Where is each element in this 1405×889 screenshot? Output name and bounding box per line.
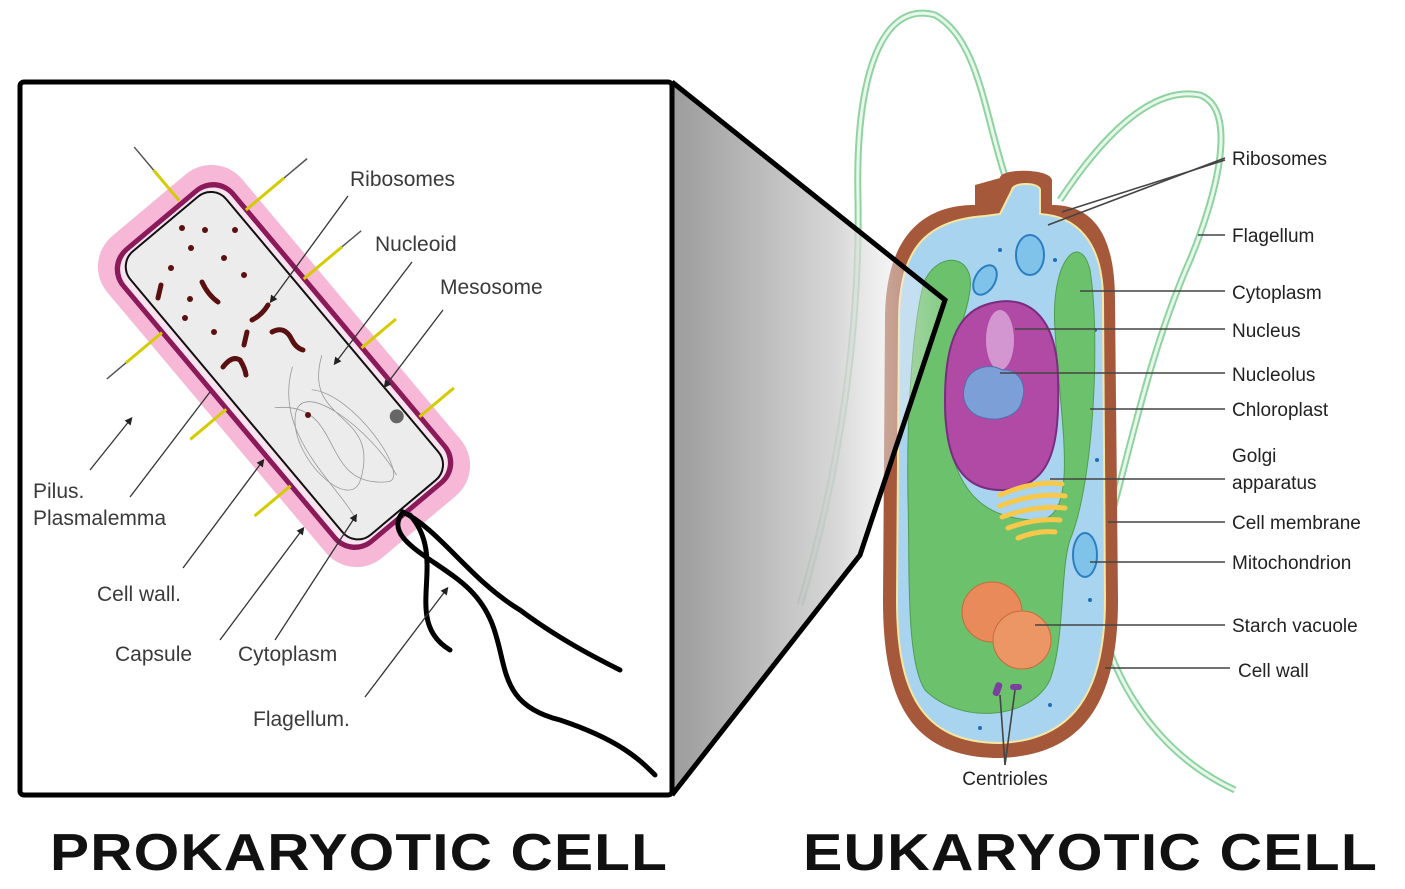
label-prok-mesosome: Mesosome (440, 276, 543, 299)
label-euk-nucleus: Nucleus (1232, 321, 1301, 342)
nucleus-highlight (986, 310, 1014, 370)
prokaryote-leader-lines (89, 195, 449, 698)
label-euk-golgi-line2: apparatus (1232, 473, 1317, 494)
label-euk-golgi-line1: Golgi (1232, 446, 1276, 467)
label-euk-nucleolus: Nucleolus (1232, 365, 1315, 386)
zoom-callout-outline (670, 80, 948, 797)
zoom-callout (672, 82, 945, 795)
euk-nucleolus (963, 366, 1025, 420)
label-prok-pilus: Pilus. (33, 480, 84, 503)
prokaryotic-cell (97, 146, 658, 778)
prok-flagellum (395, 509, 658, 778)
label-euk-flagellum: Flagellum (1232, 226, 1314, 247)
prok-pili (106, 146, 455, 518)
euk-centrioles (992, 682, 1022, 697)
eukaryote-leader-lines (999, 157, 1230, 766)
label-prok-plasmalemma: Plasmalemma (33, 507, 166, 530)
label-prok-nucleoid: Nucleoid (375, 233, 457, 256)
euk-mitochondrion (972, 264, 998, 296)
label-prok-cytoplasm: Cytoplasm (238, 643, 337, 666)
label-euk-cell-wall: Cell wall (1238, 661, 1309, 682)
prokaryote-labels: Ribosomes Nucleoid Mesosome Pilus. Plasm… (33, 168, 543, 731)
label-euk-starch-vacuole: Starch vacuole (1232, 616, 1358, 637)
prok-nucleoid (274, 355, 397, 522)
label-prok-capsule: Capsule (115, 643, 192, 666)
euk-mitochondrion (1015, 234, 1045, 276)
label-euk-cytoplasm: Cytoplasm (1232, 283, 1322, 304)
prok-mesosome (389, 409, 404, 424)
label-euk-ribosomes: Ribosomes (1232, 149, 1327, 170)
label-prok-cell-wall: Cell wall. (97, 583, 181, 606)
label-euk-chloroplast: Chloroplast (1232, 400, 1329, 421)
euk-mitochondrion (1072, 532, 1098, 578)
euk-starch-vacuole (992, 610, 1052, 670)
eukaryote-labels: Ribosomes Flagellum Cytoplasm Nucleus Nu… (962, 149, 1361, 790)
label-euk-centrioles: Centrioles (962, 769, 1048, 790)
label-euk-cell-membrane: Cell membrane (1232, 513, 1361, 534)
eukaryotic-cell-title: EUKARYOTIC CELL (803, 824, 1378, 882)
label-prok-ribosomes: Ribosomes (350, 168, 455, 191)
prok-ribosomes (155, 225, 311, 418)
label-euk-mitochondrion: Mitochondrion (1232, 553, 1351, 574)
euk-golgi-apparatus (997, 480, 1068, 541)
prokaryotic-cell-title: PROKARYOTIC CELL (50, 824, 668, 882)
label-prok-flagellum: Flagellum. (253, 708, 350, 731)
